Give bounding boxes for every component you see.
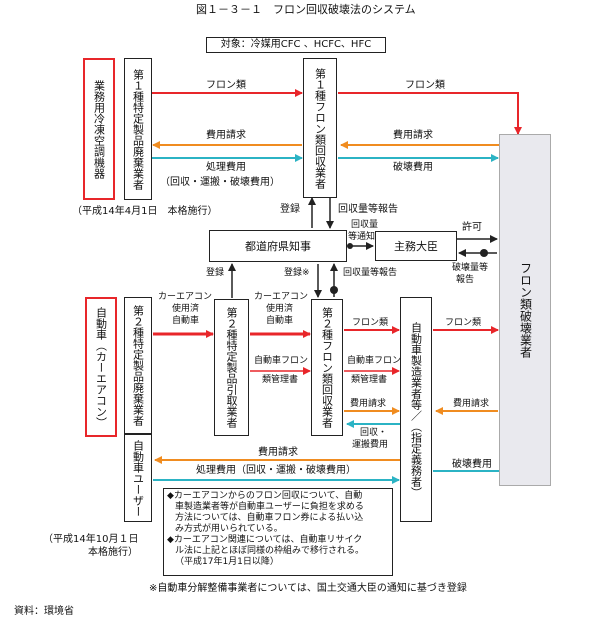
car-ac-label-1: カーエアコン [158,292,213,302]
note-line: （平成17年1月1日以降） [175,557,279,567]
note-line: ◆カーエアコンからのフロン回収について、自動 [167,491,363,501]
freon-label-1: フロン類 [206,80,246,91]
notice-dot [347,243,353,249]
destruction-cost-label-2: 破壊費用 [452,459,492,470]
ticket-label-1b: 類管理書 [262,375,299,385]
permit-label: 許可 [462,222,482,233]
processing-cost-label-1b: （回収・運搬・破壊費用） [160,177,280,188]
car-ac-label-4: カーエアコン [254,292,309,302]
cost-request-label-5: 費用請求 [258,447,298,458]
cost-request-label-3: 費用請求 [350,399,387,409]
processing-cost-label-2: 処理費用（回収・運搬・破壊費用） [196,465,356,476]
minister-box: 主務大臣 [375,231,457,261]
cost-request-label-2: 費用請求 [393,130,433,141]
figure-title: 図１－３－１ フロン回収破壊法のシステム [196,3,416,16]
note-line: み方式が用いられている。 [175,524,283,534]
type1-disposer-box: 第１種特定製品廃棄業者 [124,58,152,200]
governor-box: 都道府県知事 [209,230,347,262]
enforce-label-1: （平成14年4月1日 本格施行） [72,206,218,217]
report-volume-label-2: 回収量等報告 [343,268,398,278]
freon-label-4: フロン類 [445,318,482,328]
processing-cost-label-1: 処理費用 [206,162,246,173]
freon-arrow-collector-to-destroyer [338,92,522,135]
notice-label-1: 回収量 [351,220,379,230]
business-ac-box: 業務用冷凍空調機器 [83,58,115,200]
notes-box: ◆カーエアコンからのフロン回収について、自動 車製造業者等が自動車ユーザーに負担… [163,488,393,576]
destroy-report-label-1: 破壊量等 [452,263,489,273]
car-ac-label-5: 使用済 [266,304,294,314]
cost-request-label-1: 費用請求 [206,130,246,141]
ticket-label-2b: 類管理書 [351,375,388,385]
source: 資料：環境省 [14,606,74,617]
ticket-label-1a: 自動車フロン [254,356,309,366]
type2-collector-box: 第２種フロン類回収業者 [311,299,343,436]
car-maker-box: 自動車製造業者等／（指定義務者） [400,297,432,522]
automobile-box: 自動車（カーエアコン） [85,297,117,437]
note-line: ル法に上記とほぼ同様の枠組みで移行される。 [175,546,365,556]
report-volume-label: 回収量等報告 [338,204,398,215]
register-label-2: 登録 [206,268,225,278]
car-ac-label-3: 自動車 [172,316,200,326]
note-line: 車製造業者等が自動車ユーザーに負担を求める [175,502,364,512]
target-label: 対象：冷媒用CFC 、HCFC、HFC [206,37,386,53]
collect-cost-label-2: 運搬費用 [352,440,389,450]
freon-label-3: フロン類 [352,318,389,328]
enforce-label-2b: 本格施行） [88,547,138,558]
destroy-report-label-2: 報告 [456,275,475,285]
note-line: ◆カーエアコン関連については、自動車リサイク [167,535,363,545]
type2-disposer-box: 第２種特定製品廃棄業者 [124,297,152,434]
note-line: 方法については、自動車フロン券による払い込 [175,513,364,523]
enforce-label-2a: （平成14年10月１日 [43,534,139,545]
collect-cost-label-1: 回収・ [360,428,388,438]
type1-collector-box: 第１種フロン類回収業者 [303,58,337,198]
car-ac-label-6: 自動車 [266,316,294,326]
report-dot-2 [330,286,338,294]
register-label-3: 登録※ [284,268,310,278]
car-ac-label-2: 使用済 [172,304,200,314]
car-user-box: 自動車ユーザー [124,434,152,522]
report-dot [480,249,488,257]
destroyer-box: フロン類破壊業者 [499,134,551,486]
freon-label-2: フロン類 [405,80,445,91]
ticket-label-2a: 自動車フロン [347,356,402,366]
register-label-1: 登録 [280,204,300,215]
destruction-cost-label-1: 破壊費用 [393,162,433,173]
cost-request-label-4: 費用請求 [453,399,490,409]
notice-label-2: 等通知 [348,232,376,242]
footnote: ※自動車分解整備事業者については、国土交通大臣の通知に基づき登録 [149,583,467,594]
type2-taker-box: 第２種特定製品引取業者 [214,299,249,436]
